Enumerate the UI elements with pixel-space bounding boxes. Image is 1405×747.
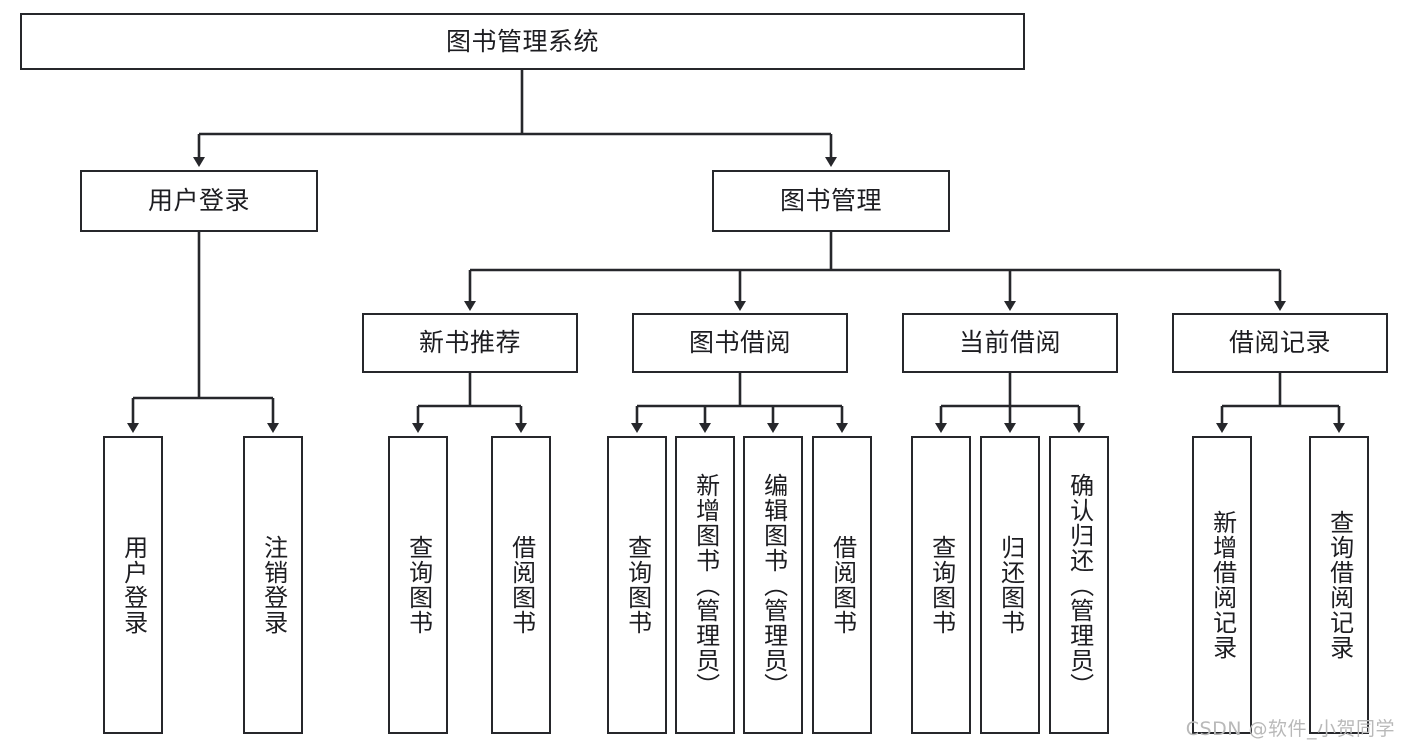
leaf-recommend-borrow-book-label: 借阅图书	[507, 535, 536, 635]
node-current-borrow[interactable]: 当前借阅	[902, 313, 1118, 373]
leaf-user-login-login[interactable]: 用户登录	[103, 436, 163, 734]
leaf-current-return-book-label: 归还图书	[996, 535, 1025, 635]
node-new-book-recommend-label: 新书推荐	[418, 328, 521, 357]
leaf-recommend-borrow-book[interactable]: 借阅图书	[491, 436, 551, 734]
leaf-record-query-record-label: 查询借阅记录	[1325, 510, 1354, 660]
leaf-borrow-edit-book[interactable]: 编辑图书（管理员）	[743, 436, 803, 734]
leaf-recommend-query-book-label: 查询图书	[404, 535, 433, 635]
leaf-borrow-add-book-label: 新增图书（管理员）	[691, 472, 720, 698]
node-book-management[interactable]: 图书管理	[712, 170, 950, 232]
node-borrow-record-label: 借阅记录	[1228, 328, 1331, 357]
leaf-borrow-borrow-book-label: 借阅图书	[828, 535, 857, 635]
node-book-borrow[interactable]: 图书借阅	[632, 313, 848, 373]
leaf-user-login-login-label: 用户登录	[119, 535, 148, 635]
csdn-watermark: CSDN @软件_小贺同学	[1185, 718, 1395, 740]
leaf-recommend-query-book[interactable]: 查询图书	[388, 436, 448, 734]
leaf-borrow-borrow-book[interactable]: 借阅图书	[812, 436, 872, 734]
node-user-login-label: 用户登录	[147, 186, 250, 215]
leaf-borrow-query-book[interactable]: 查询图书	[607, 436, 667, 734]
leaf-current-confirm-return-label: 确认归还（管理员）	[1065, 472, 1094, 698]
node-new-book-recommend[interactable]: 新书推荐	[362, 313, 578, 373]
node-book-management-label: 图书管理	[779, 186, 882, 215]
node-root-system[interactable]: 图书管理系统	[20, 13, 1025, 70]
leaf-user-login-logout[interactable]: 注销登录	[243, 436, 303, 734]
node-borrow-record[interactable]: 借阅记录	[1172, 313, 1388, 373]
node-root-system-label: 图书管理系统	[445, 26, 599, 56]
leaf-record-add-record[interactable]: 新增借阅记录	[1192, 436, 1252, 734]
leaf-record-add-record-label: 新增借阅记录	[1208, 510, 1237, 660]
node-book-borrow-label: 图书借阅	[688, 328, 791, 357]
leaf-borrow-add-book[interactable]: 新增图书（管理员）	[675, 436, 735, 734]
leaf-current-return-book[interactable]: 归还图书	[980, 436, 1040, 734]
node-user-login[interactable]: 用户登录	[80, 170, 318, 232]
leaf-current-query-book-label: 查询图书	[927, 535, 956, 635]
leaf-borrow-query-book-label: 查询图书	[623, 535, 652, 635]
node-current-borrow-label: 当前借阅	[958, 328, 1061, 357]
leaf-current-confirm-return[interactable]: 确认归还（管理员）	[1049, 436, 1109, 734]
leaf-current-query-book[interactable]: 查询图书	[911, 436, 971, 734]
leaf-user-login-logout-label: 注销登录	[259, 535, 288, 635]
leaf-borrow-edit-book-label: 编辑图书（管理员）	[759, 472, 788, 698]
leaf-record-query-record[interactable]: 查询借阅记录	[1309, 436, 1369, 734]
